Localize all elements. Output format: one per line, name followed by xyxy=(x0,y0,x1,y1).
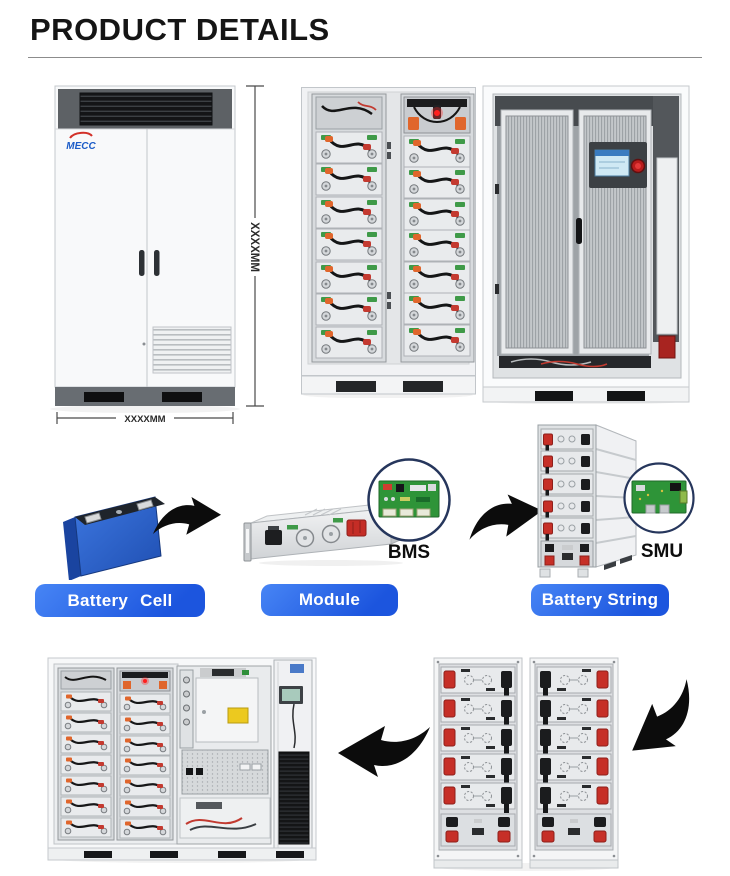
height-dimension-label: XXXXMM xyxy=(248,222,260,272)
door-handle-right xyxy=(154,250,160,276)
bms-label: BMS xyxy=(387,542,431,563)
perforated-panel xyxy=(181,749,269,795)
dc-connector-red xyxy=(346,519,367,537)
battery-cabinet-illustration xyxy=(301,87,476,398)
pcs-cabinet-illustration xyxy=(482,85,690,404)
integrated-cabinet-illustration xyxy=(47,657,317,863)
bottom-vent xyxy=(152,326,232,374)
bms-pcb xyxy=(378,480,440,518)
battery-string-illustration xyxy=(537,424,637,578)
smu-label: SMU xyxy=(640,541,684,562)
door-handle xyxy=(576,218,582,244)
cell-terminal xyxy=(136,499,154,511)
arrow-cell-to-module-icon xyxy=(152,497,222,535)
width-dimension-label: XXXXMM xyxy=(124,414,165,425)
cabinet-base xyxy=(55,387,235,406)
battery-control-module xyxy=(403,96,471,134)
height-dimension-line xyxy=(246,85,264,407)
bms-callout-circle xyxy=(367,458,451,542)
battery-string-pill: Battery String xyxy=(531,584,669,616)
title-underline xyxy=(28,57,702,58)
power-electronics-bay xyxy=(176,665,272,845)
status-indicator-red xyxy=(434,110,440,116)
string-control-module xyxy=(540,540,594,568)
arrow-string-to-rack-icon xyxy=(618,678,712,760)
arrow-rack-to-cabinet-icon xyxy=(338,726,430,777)
closed-cabinet-illustration: MECC XXXXMM XXXXMM xyxy=(50,85,264,425)
battery-cell-pill: Battery Cell xyxy=(35,584,205,617)
page-title: PRODUCT DETAILS xyxy=(30,12,330,47)
battery-rack-left xyxy=(433,657,523,869)
module-fans xyxy=(295,524,341,548)
mesh-door-left xyxy=(500,109,574,355)
dc-connector-black xyxy=(265,530,282,545)
mecc-logo: MECC xyxy=(66,131,96,152)
breaker-box xyxy=(658,335,676,359)
battery-rack-pair-illustration xyxy=(433,657,619,871)
battery-control-module-small xyxy=(119,670,171,692)
open-door xyxy=(273,659,313,851)
smu-pcb xyxy=(631,480,688,514)
width-dimension-line xyxy=(56,412,234,424)
battery-cell-illustration xyxy=(63,496,165,580)
module-pill: Module xyxy=(261,584,398,616)
left-column-top-rail xyxy=(315,96,383,130)
warning-label xyxy=(227,707,249,724)
control-panel xyxy=(589,142,647,188)
battery-rack-right xyxy=(529,657,619,869)
cell-terminal xyxy=(84,512,102,524)
battery-column-rail xyxy=(60,670,112,690)
smu-callout-circle xyxy=(623,462,695,534)
brand-logo-text: MECC xyxy=(66,141,96,152)
hinge-marks xyxy=(387,142,391,309)
inverter-unit xyxy=(195,677,259,743)
door-handle-left xyxy=(139,250,145,276)
door-grille xyxy=(278,751,310,845)
